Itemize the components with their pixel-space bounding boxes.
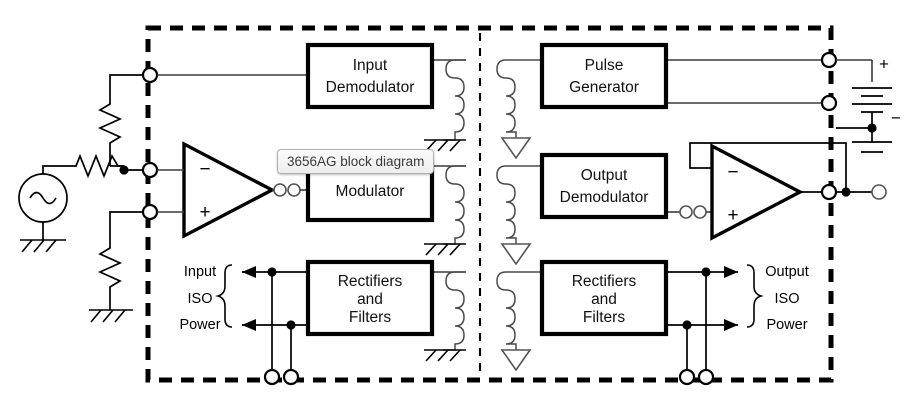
input-iso-brace xyxy=(215,264,233,328)
input-opamp-inverting-sign: − xyxy=(199,159,210,180)
output-iso-brace xyxy=(746,264,764,328)
supply-negative-sign: − xyxy=(891,108,901,127)
block-input-rectifiers-line2: and xyxy=(357,291,383,308)
transformer-middle xyxy=(424,165,542,266)
input-iso-upper-dot xyxy=(267,267,277,277)
input-iso-label-line1: Input xyxy=(184,264,216,280)
block-modulator-line1: Modulator xyxy=(336,183,405,200)
transformer-top xyxy=(424,59,542,160)
pin-input-iso-upper[interactable] xyxy=(263,368,281,386)
pin-output-iso-upper[interactable] xyxy=(697,368,715,386)
block-output-rectifiers-line1: Rectifiers xyxy=(572,273,637,290)
block-input-rectifiers-and-filters[interactable]: Rectifiers and Filters xyxy=(305,259,435,337)
block-input-rectifiers-line1: Rectifiers xyxy=(338,273,403,290)
input-opamp-output-node-a xyxy=(273,183,287,197)
input-iso-lower-dot xyxy=(286,320,296,330)
input-node-dot xyxy=(119,165,129,175)
output-iso-lower-dot xyxy=(682,320,692,330)
ac-source-symbol xyxy=(18,173,68,240)
output-opamp-input-node-b xyxy=(693,205,707,219)
output-opamp-noninverting-sign: + xyxy=(727,205,738,226)
output-opamp-feedback-wire xyxy=(689,142,847,192)
block-pulse-generator-line1: Pulse xyxy=(585,57,624,74)
input-iso-label-line3: Power xyxy=(179,317,220,333)
block-input-rectifiers-line3: Filters xyxy=(349,309,391,326)
pin-supply-positive[interactable] xyxy=(820,51,838,69)
output-iso-label-line2: ISO xyxy=(775,291,800,307)
pin-input-iso-lower[interactable] xyxy=(282,368,300,386)
pin-supply-common[interactable] xyxy=(820,94,838,112)
block-output-demodulator-line1: Output xyxy=(581,167,628,184)
isolation-boundary xyxy=(145,25,834,383)
series-resistor-symbol xyxy=(69,153,124,179)
output-iso-upper-dot xyxy=(701,267,711,277)
supply-positive-sign: + xyxy=(879,54,889,73)
pin-input-inverting[interactable] xyxy=(141,161,159,179)
output-iso-label-line1: Output xyxy=(765,264,809,280)
input-opamp-noninverting-sign: + xyxy=(199,202,210,223)
pin-output-iso-lower[interactable] xyxy=(678,368,696,386)
transformer-bottom xyxy=(424,271,542,372)
lower-shunt-resistor-symbol xyxy=(97,211,124,310)
block-output-rectifiers-and-filters[interactable]: Rectifiers and Filters xyxy=(539,259,669,337)
output-opamp-input-node-a xyxy=(679,205,693,219)
output-iso-power-arrow-lower xyxy=(666,319,738,331)
block-input-demodulator[interactable]: Input Demodulator xyxy=(305,42,435,110)
block-input-demodulator-line2: Demodulator xyxy=(326,79,415,96)
output-terminal-pin[interactable] xyxy=(871,184,887,200)
block-pulse-generator-line2: Generator xyxy=(569,79,639,96)
output-iso-label-line3: Power xyxy=(766,317,807,333)
block-output-demodulator-line2: Demodulator xyxy=(560,189,649,206)
pin-input-noninverting[interactable] xyxy=(141,203,159,221)
block-pulse-generator[interactable]: Pulse Generator xyxy=(539,42,669,110)
input-opamp-output-node-b xyxy=(287,183,301,197)
block-output-rectifiers-line2: and xyxy=(591,291,617,308)
input-opamp-symbol xyxy=(182,141,276,239)
pin-input-top[interactable] xyxy=(141,66,159,84)
source-ground-icon xyxy=(20,239,66,253)
upper-shunt-resistor-symbol xyxy=(97,74,124,166)
source-lead-wire xyxy=(42,165,69,174)
lower-shunt-ground-icon xyxy=(89,309,133,323)
pin-output-signal[interactable] xyxy=(820,183,838,201)
block-output-demodulator[interactable]: Output Demodulator xyxy=(539,152,669,220)
block-output-rectifiers-line3: Filters xyxy=(583,309,625,326)
output-opamp-inverting-sign: − xyxy=(727,162,738,183)
block-input-demodulator-line1: Input xyxy=(353,57,388,74)
supply-battery-symbol xyxy=(836,59,892,153)
image-tooltip: 3656AG block diagram xyxy=(277,149,435,174)
output-opamp-symbol xyxy=(710,143,804,241)
input-iso-power-arrow-lower xyxy=(242,319,308,331)
input-iso-label-line2: ISO xyxy=(188,291,213,307)
